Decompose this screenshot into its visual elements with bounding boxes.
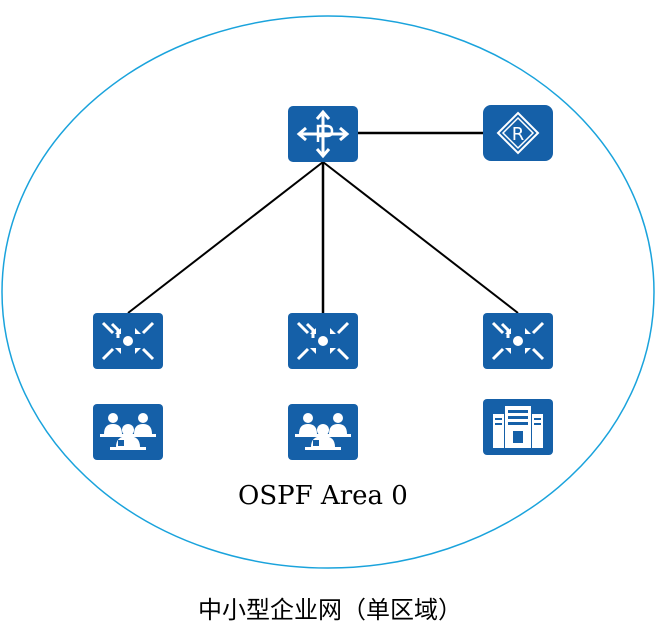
access-switch-1 xyxy=(93,313,163,369)
access-switch-3 xyxy=(483,313,553,369)
router-icon xyxy=(483,105,553,161)
users-2 xyxy=(288,404,358,460)
router: R xyxy=(483,105,553,161)
router-glyph-letter: R xyxy=(512,124,525,145)
core-switch xyxy=(288,106,358,162)
area-label: OSPF Area 0 xyxy=(238,481,408,511)
users-1 xyxy=(93,404,163,460)
server xyxy=(483,399,553,455)
diagram-caption: 中小型企业网（单区域） xyxy=(198,596,462,624)
area-boundary xyxy=(1,15,655,569)
access-switch-2 xyxy=(288,313,358,369)
link-core-access-3 xyxy=(322,161,519,314)
link-core-access-1 xyxy=(127,161,324,314)
